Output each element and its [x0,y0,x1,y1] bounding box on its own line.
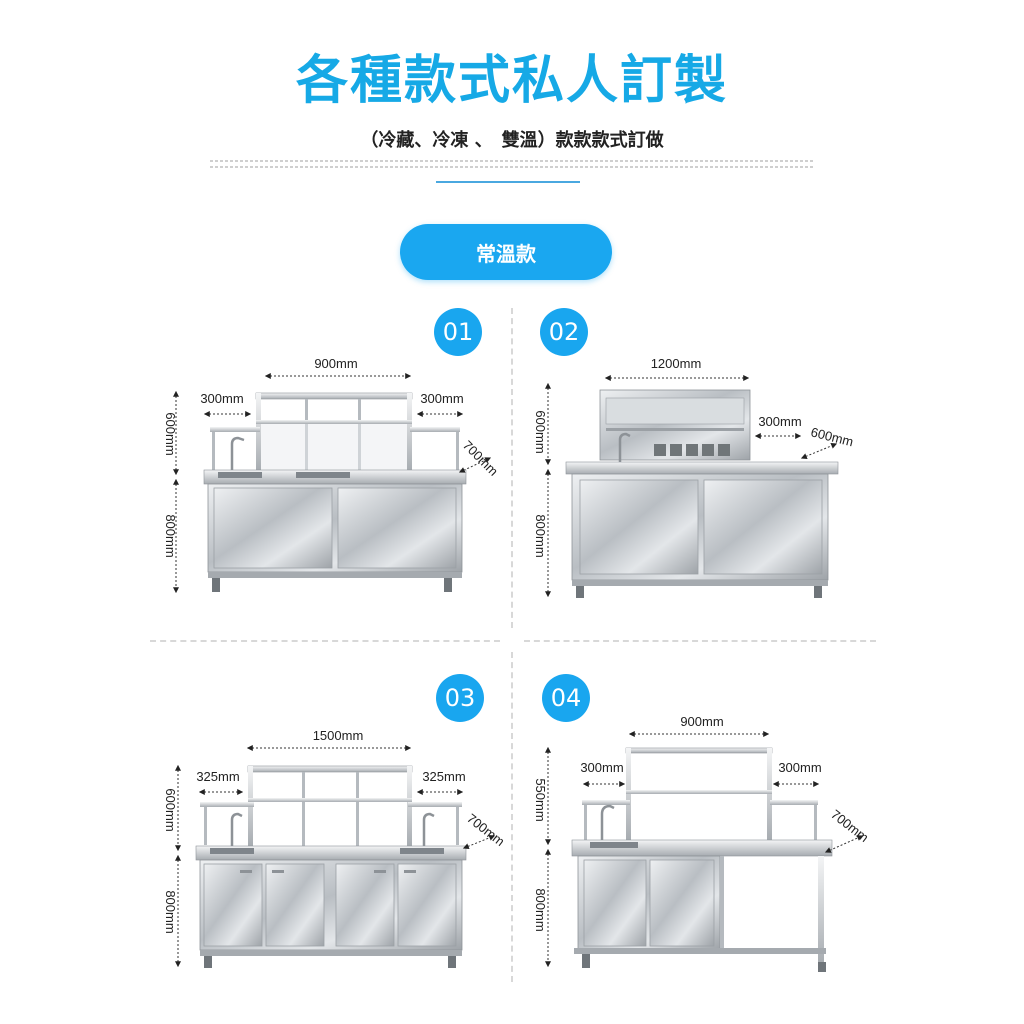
divider-horizontal-left [150,640,500,642]
dim-width: 1200mm [651,356,702,371]
dim-left-shelf: 300mm [200,391,243,406]
dim-upper-height: 600mm [163,788,178,831]
dim-right-shelf: 300mm [778,760,821,775]
dim-width: 900mm [680,714,723,729]
product-number-badge: 02 [540,308,588,356]
divider-vertical-bottom [511,652,513,982]
title-underline [436,181,580,183]
dim-left-shelf: 300mm [580,760,623,775]
dim-lower-height: 800mm [163,514,178,557]
dim-lower-height: 800mm [163,890,178,933]
dim-upper-height: 600mm [533,410,548,453]
dim-upper-height: 600mm [163,412,178,455]
dim-depth: 700mm [464,811,507,850]
product-01-illustration: 900mm 300mm 300mm 700mm 600mm 800mm [163,356,501,594]
dim-lower-height: 800mm [533,888,548,931]
dim-depth: 700mm [828,807,871,846]
dim-width: 900mm [314,356,357,371]
page-title: 各種款式私人訂製 [295,51,728,111]
product-number-badge: 04 [542,674,590,722]
dim-upper-height: 550mm [533,778,548,821]
fine-print-lines [210,160,814,174]
product-number-badge: 01 [434,308,482,356]
product-number-badge: 03 [436,674,484,722]
page-subtitle: （冷藏、冷凍 、 雙溫）款款款式訂做 [360,130,664,151]
product-03-illustration: 1500mm 325mm 325mm 700mm 600mm 800mm [163,728,508,968]
divider-horizontal-right [524,640,876,642]
dim-width: 1500mm [313,728,364,743]
divider-vertical-top [511,308,513,628]
dim-left-shelf: 325mm [196,769,239,784]
product-02-illustration: 1200mm 300mm 600mm 600mm 800mm [533,356,855,598]
dim-lower-height: 800mm [533,514,548,557]
section-label-pill: 常溫款 [400,224,612,280]
product-04-illustration: 900mm 300mm 300mm 700mm 550mm 800mm [533,714,872,972]
dim-right-shelf: 300mm [420,391,463,406]
dim-shelf: 300mm [758,414,801,429]
dim-right-shelf: 325mm [422,769,465,784]
